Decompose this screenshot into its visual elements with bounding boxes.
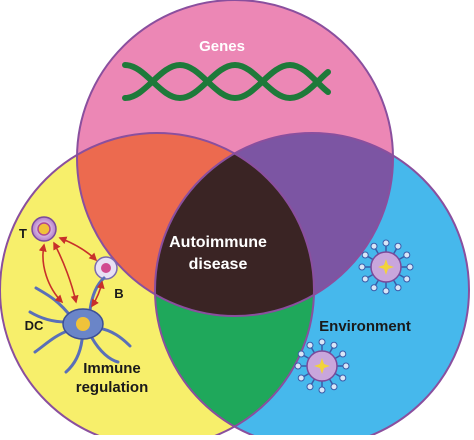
b-cell-icon [94,256,118,280]
environment-outline [154,132,470,440]
center-label-line2: disease [189,256,248,273]
dna-helix-icon [122,61,331,102]
virus-icon-upper [358,239,414,295]
cell-interaction-arrows [38,236,105,308]
immune-outline [0,132,315,440]
center-label-line1: Autoimmune [169,234,267,251]
virus-icon-lower [294,338,350,394]
overlap-all-three [155,133,314,316]
immune-label-line1: Immune [83,360,141,377]
t-cell-label: T [19,226,27,241]
immune-label-line2: regulation [76,379,149,396]
t-cell-icon [31,216,57,242]
b-cell-label: B [114,286,123,301]
environment-label: Environment [319,318,411,335]
dendritic-cell-icon [28,276,132,374]
genes-outline [76,0,394,317]
dc-label: DC [25,318,44,333]
genes-label: Genes [199,38,245,55]
